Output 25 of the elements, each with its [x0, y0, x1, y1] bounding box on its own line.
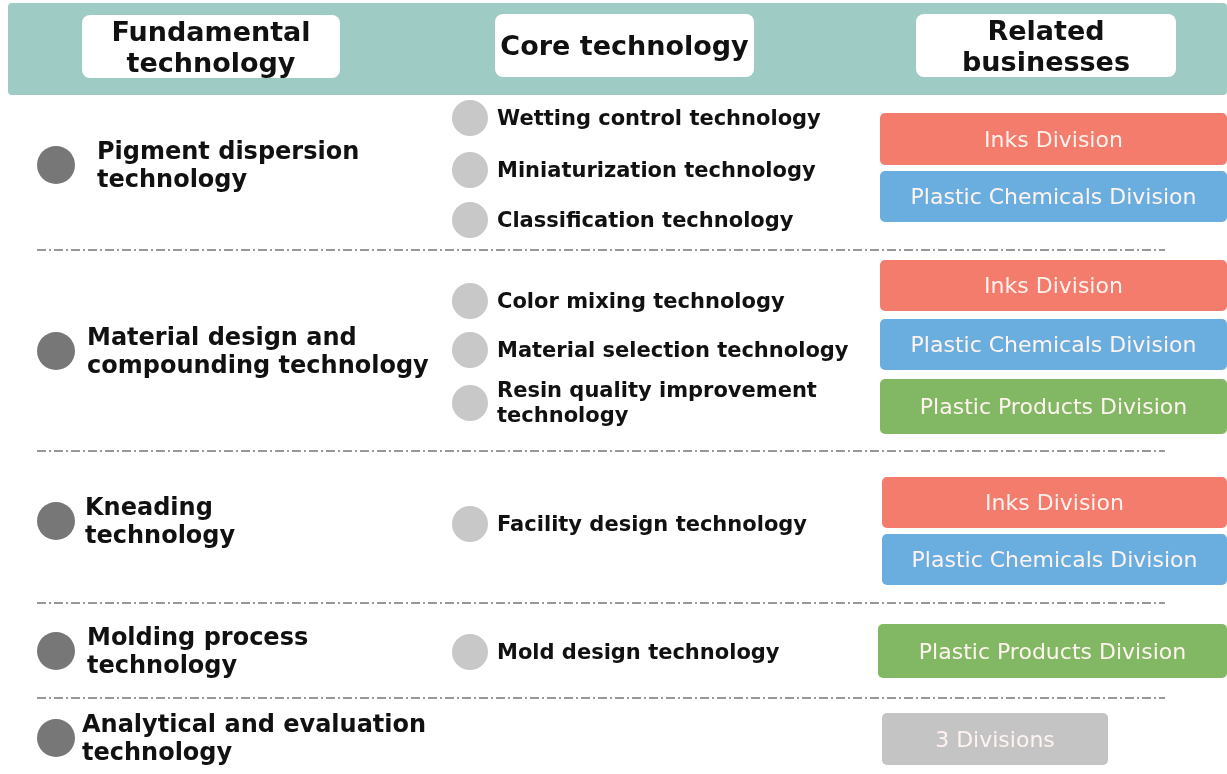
core-technology: Color mixing technology: [497, 288, 785, 314]
division-box: Plastic Products Division: [880, 379, 1227, 434]
division-box: Plastic Chemicals Division: [880, 171, 1227, 222]
division-box: 3 Divisions: [882, 713, 1108, 765]
column-header: Related businesses: [916, 14, 1176, 77]
core-technology: Miniaturization technology: [497, 157, 816, 183]
fundamental-technology: Molding process technology: [87, 623, 310, 679]
division-box: Plastic Chemicals Division: [882, 534, 1227, 585]
division-box: Inks Division: [882, 477, 1227, 528]
column-header: Fundamental technology: [82, 15, 340, 78]
fundamental-technology: Pigment dispersion technology: [97, 137, 361, 193]
fundamental-technology: Analytical and evaluation technology: [82, 710, 428, 766]
core-technology: Facility design technology: [497, 511, 808, 537]
core-technology: Mold design technology: [497, 639, 780, 665]
column-header: Core technology: [495, 14, 754, 77]
division-box: Inks Division: [880, 113, 1227, 165]
fundamental-technology: Material design and compounding technology: [87, 323, 430, 379]
core-technology: Classification technology: [497, 207, 794, 233]
division-box: Plastic Chemicals Division: [880, 319, 1227, 370]
division-box: Plastic Products Division: [878, 624, 1227, 678]
division-box: Inks Division: [880, 260, 1227, 311]
fundamental-technology: Kneading technology: [85, 493, 237, 549]
core-technology: Resin quality improvement technology: [497, 378, 818, 428]
core-technology: Wetting control technology: [497, 105, 821, 131]
core-technology: Material selection technology: [497, 337, 849, 363]
